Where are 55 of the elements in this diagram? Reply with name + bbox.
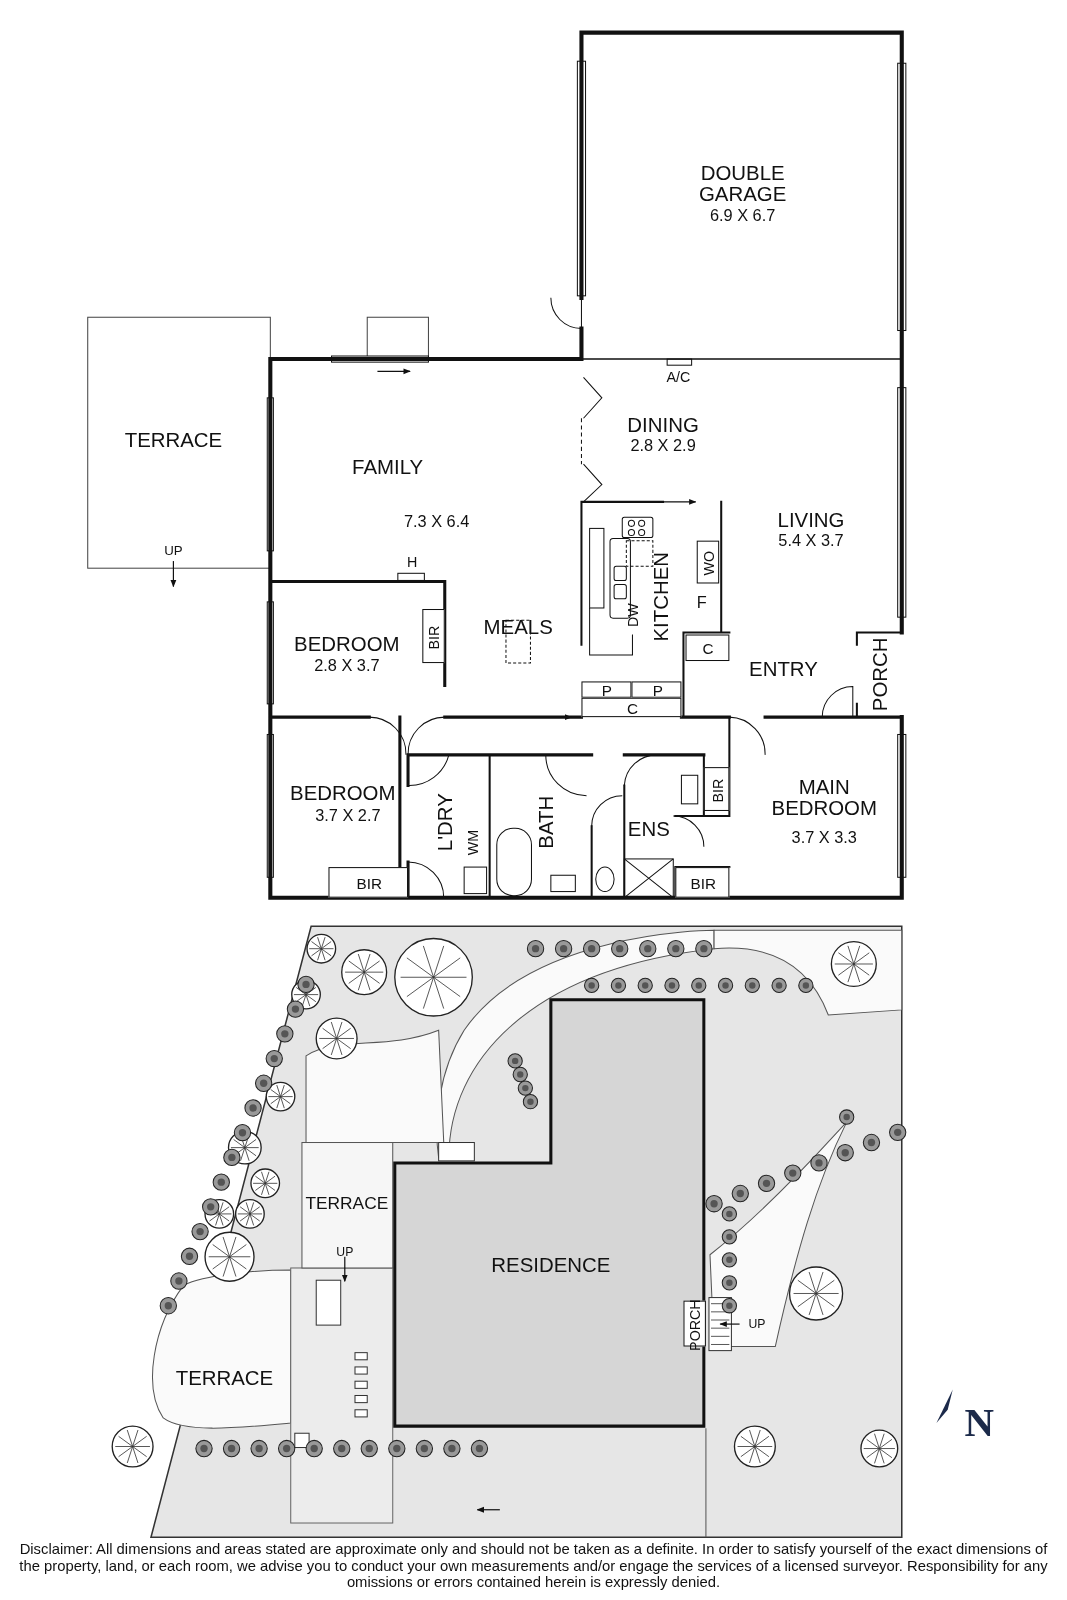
fixture-box bbox=[703, 767, 730, 811]
room-name: TERRACE bbox=[305, 1194, 389, 1213]
fixture-box bbox=[328, 867, 409, 898]
fixture-box bbox=[581, 681, 632, 698]
fixture-label: A/C bbox=[666, 369, 691, 385]
room-dimensions: 2.8 X 2.9 bbox=[630, 438, 696, 456]
room-name: BEDROOM bbox=[290, 782, 396, 805]
fixture-box bbox=[696, 540, 720, 584]
room-name: ENTRY bbox=[749, 658, 818, 680]
room-name: DINING bbox=[627, 414, 699, 437]
room-dimensions: 7.3 X 6.4 bbox=[403, 513, 470, 531]
north-label: N bbox=[964, 1401, 995, 1445]
room-name: TERRACE bbox=[124, 429, 223, 452]
stair-label: UP bbox=[748, 1317, 766, 1331]
stair-label: UP bbox=[336, 1246, 354, 1260]
room-name: PORCH bbox=[869, 637, 892, 712]
fixture-box bbox=[675, 867, 730, 898]
room-name: KITCHEN bbox=[650, 552, 672, 642]
room-dimensions: 3.7 X 3.3 bbox=[791, 829, 857, 848]
fixture-label: BIR bbox=[690, 875, 717, 892]
disclaimer-text: Disclaimer: All dimensions and areas stated are approximate only and should not be taken as a definite. In order to satisfy yourself of the exact dimensions of the property, land, or each room, we advise you to conduct your own measurements and/or engage the services of a licensed surveyor. Responsibility for any omissions or errors contained herein is expressly denied. bbox=[18, 1540, 1049, 1592]
fixture-label: C bbox=[702, 640, 714, 657]
fixture-label: DW bbox=[626, 603, 641, 627]
fixture-label: C bbox=[626, 700, 638, 717]
room-dimensions: 6.9 X 6.7 bbox=[709, 207, 776, 225]
fixture-label: P bbox=[601, 682, 613, 699]
building-footprint bbox=[392, 997, 706, 1429]
fixture-label: BIR bbox=[710, 778, 726, 802]
room-dimensions: 2.8 X 3.7 bbox=[314, 657, 380, 675]
room-name: FAMILY bbox=[352, 456, 424, 478]
room-name: RESIDENCE bbox=[491, 1254, 611, 1276]
room-name: LIVING bbox=[777, 509, 845, 531]
room-name: TERRACE bbox=[175, 1367, 274, 1389]
room-name: MEALS bbox=[483, 616, 553, 639]
room-name: BATH bbox=[536, 795, 558, 849]
room-name: MAIN BEDROOM bbox=[770, 776, 878, 820]
room-name: BEDROOM bbox=[294, 634, 400, 656]
fixture-box bbox=[685, 634, 730, 661]
fixture-box bbox=[422, 609, 445, 664]
room-name: DOUBLE GARAGE bbox=[698, 162, 788, 206]
room-name: L'DRY bbox=[435, 793, 457, 852]
room-name: ENS bbox=[627, 818, 670, 841]
fixture-label: PORCH bbox=[688, 1298, 704, 1351]
room-dimensions: 5.4 X 3.7 bbox=[778, 533, 844, 551]
fixture-label: WO bbox=[701, 550, 717, 576]
fixture-box bbox=[631, 681, 682, 698]
fixture-label: BIR bbox=[427, 625, 443, 649]
fixture-label: WM bbox=[465, 829, 481, 856]
fixture-label: F bbox=[696, 594, 707, 612]
fixture-box bbox=[581, 697, 682, 718]
fixture-label: P bbox=[652, 682, 664, 699]
room-dimensions: 3.7 X 2.7 bbox=[315, 807, 381, 825]
fixture-label: H bbox=[406, 554, 418, 570]
stair-label: UP bbox=[164, 543, 183, 558]
fixture-label: BIR bbox=[356, 875, 383, 892]
